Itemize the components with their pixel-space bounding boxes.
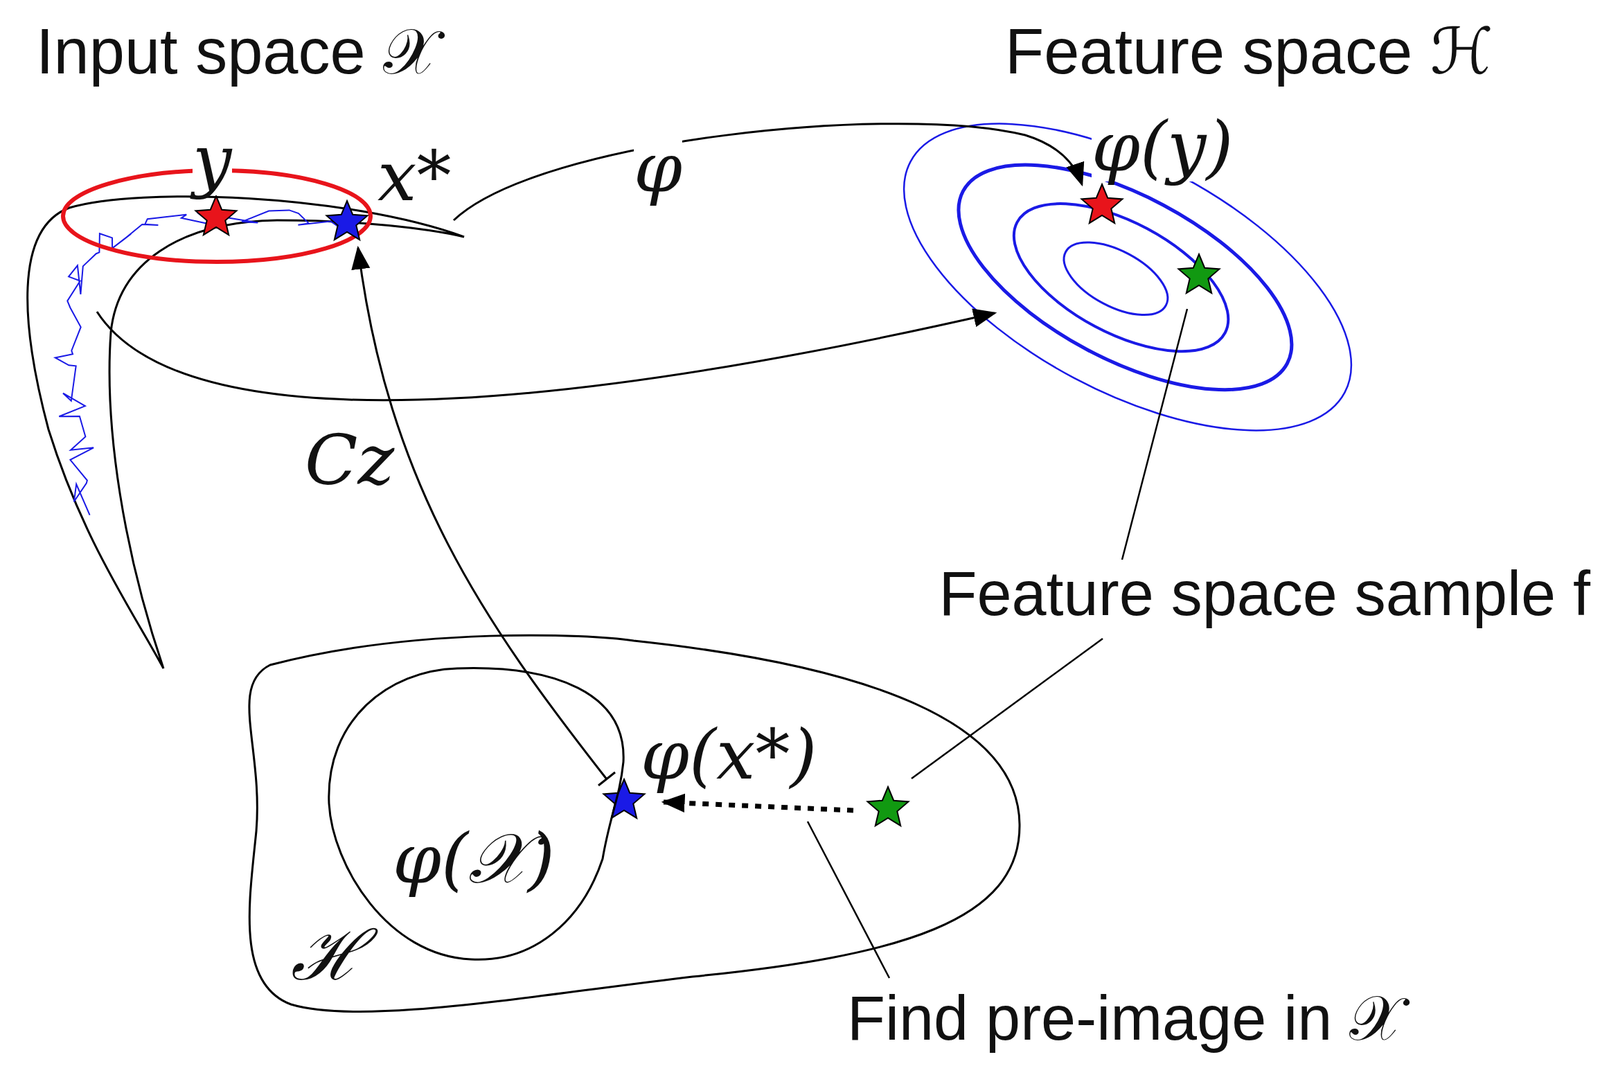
arrow-tick <box>598 772 616 786</box>
callout-text: Find pre-image in 𝒳 <box>847 987 1403 1050</box>
preimage-arrow <box>358 247 607 780</box>
blob-outline <box>318 658 638 970</box>
point-label: x* <box>377 141 451 212</box>
phi-arrow <box>453 123 1082 221</box>
phi-arrow <box>96 311 995 401</box>
map-label: φ <box>633 132 683 203</box>
banana-region <box>27 196 465 669</box>
star-marker <box>1081 184 1123 224</box>
region-label: φ(𝒳) <box>392 824 555 894</box>
leader-line <box>911 638 1103 779</box>
region-blob: ℋφ(𝒳) <box>207 602 1039 1039</box>
star-marker <box>867 786 909 826</box>
star-marker <box>326 200 368 240</box>
dotted-arrow <box>663 802 854 811</box>
point-label: φ(x*) <box>640 720 817 790</box>
stars <box>196 184 1220 826</box>
star-marker <box>196 196 237 235</box>
space-title: Feature space ℋ <box>1005 19 1494 84</box>
callout-text: Feature space sample f <box>939 562 1591 625</box>
region-blob: φ(𝒳) <box>318 658 638 970</box>
star-marker <box>1178 254 1220 293</box>
leader-line <box>1122 308 1188 560</box>
set-label: Cz <box>304 425 395 496</box>
star-marker <box>603 779 645 819</box>
point-label: y <box>192 126 233 196</box>
space-title: Input space 𝒳 <box>36 19 438 84</box>
region-label: ℋ <box>290 921 365 991</box>
point-label: φ(y) <box>1091 112 1234 182</box>
contours <box>856 60 1399 494</box>
